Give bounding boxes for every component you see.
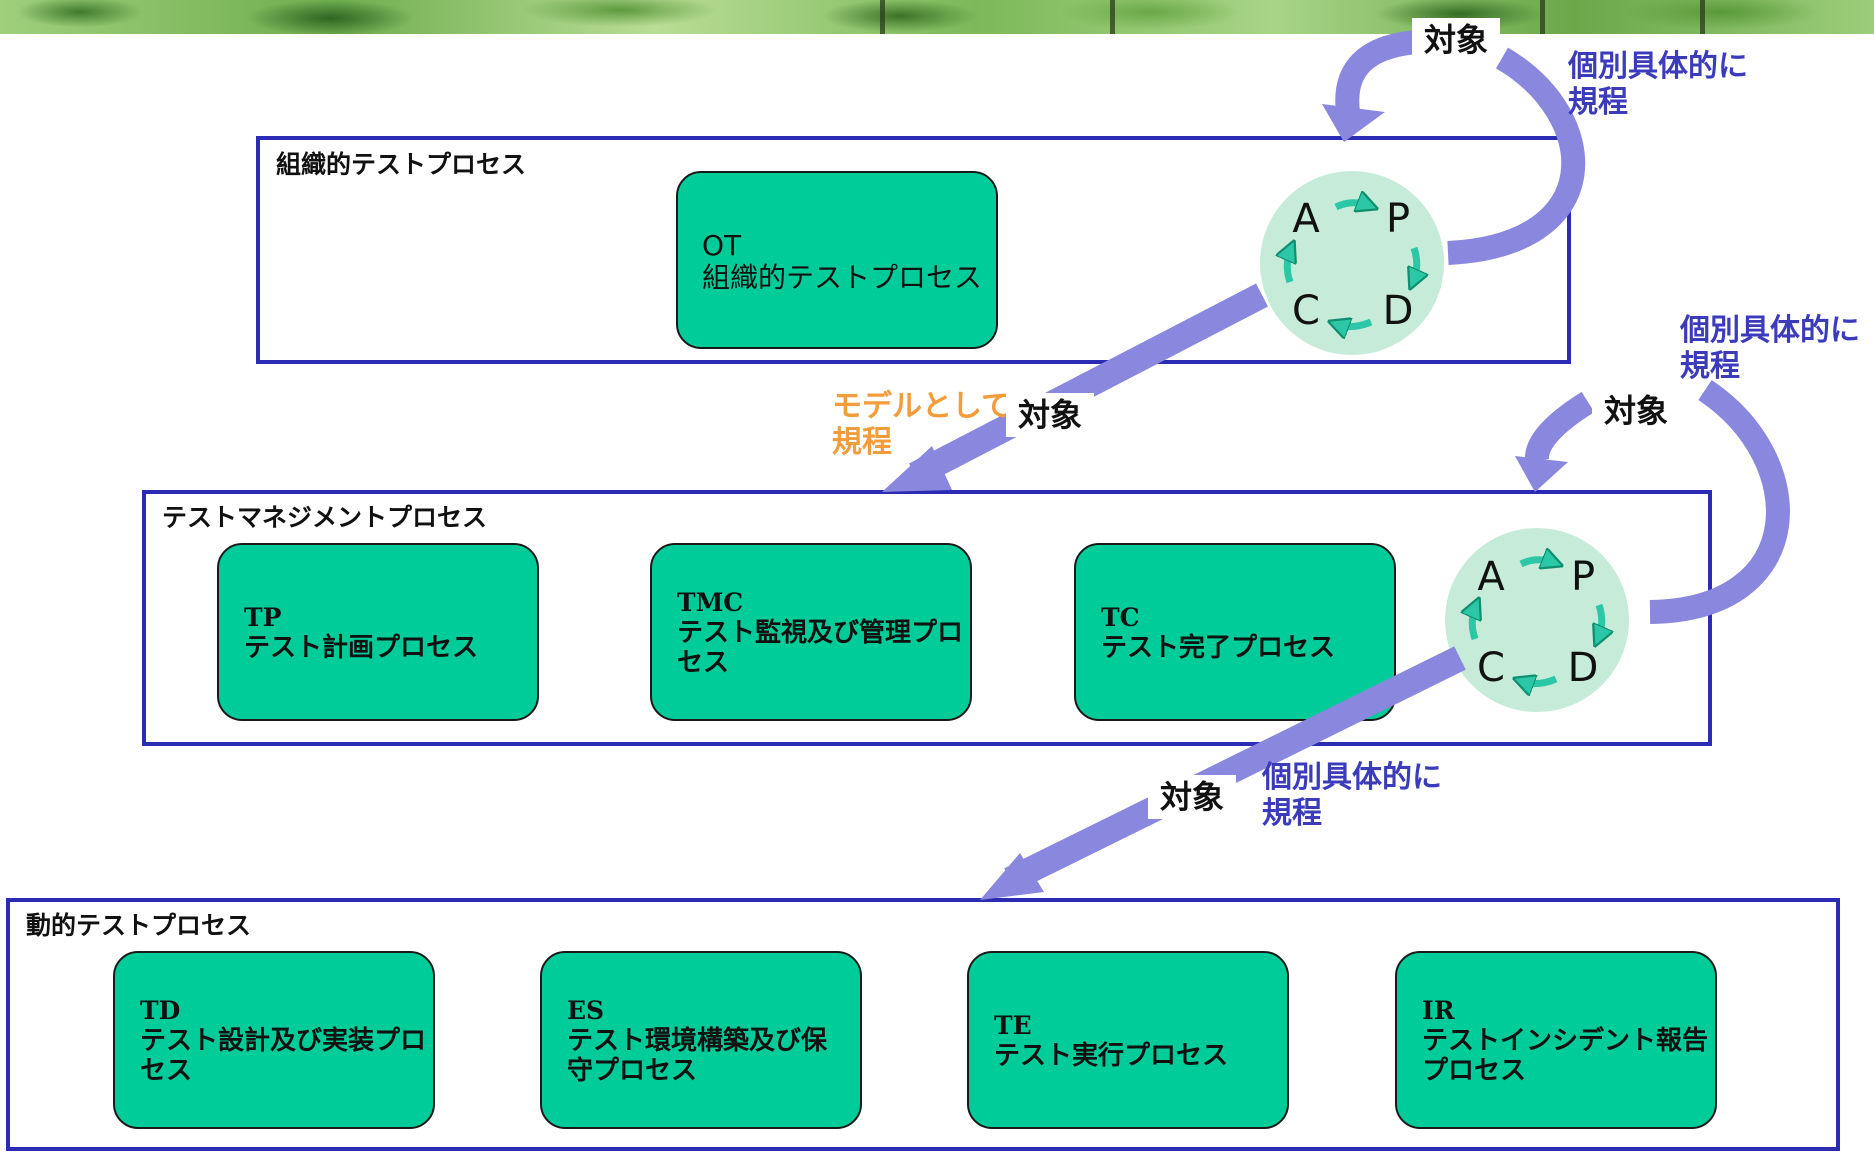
process-code-tp: TP (244, 603, 282, 632)
process-name-ot: 組織的テストプロセス (702, 261, 982, 294)
pdca-letter-c: C (1292, 288, 1320, 334)
tree-trunk-decoration (880, 0, 885, 34)
annotation-model-line2: 規程 (832, 425, 892, 460)
pdca-letter-a: A (1477, 554, 1505, 600)
tree-trunk-decoration (1540, 0, 1545, 34)
arrow-specific-management (1649, 380, 1790, 624)
process-box-ot (676, 171, 998, 349)
process-box-tmc (650, 543, 972, 721)
cycle-arrow-icon (1521, 679, 1558, 684)
target-label-management: 対象 (1592, 389, 1681, 433)
process-code-ir: IR (1422, 996, 1455, 1025)
tree-trunk-decoration (1110, 0, 1115, 34)
arrow-shaft (1525, 391, 1595, 461)
arrow-shaft (1335, 30, 1420, 114)
arrow-shaft (1004, 646, 1466, 892)
pdca-letter-c: C (1477, 645, 1505, 691)
annotation-model-line1: モデルとして (832, 389, 1011, 424)
annotation-specific-dynamic-line2: 規程 (1262, 796, 1322, 831)
process-name-es: テスト環境構築及び保 (567, 1025, 828, 1056)
target-label-model: 対象 (1006, 393, 1095, 437)
cycle-arrow-icon (1334, 203, 1370, 207)
pdca-cycle-management: A P C D (1445, 528, 1629, 712)
management-layer-label: テストマネジメントプロセス (162, 503, 487, 532)
pdca-circle (1260, 171, 1444, 355)
process-box-te (967, 951, 1289, 1129)
cycle-arrow-icon (1287, 248, 1291, 284)
pdca-cycle-organizational: A P C D (1260, 171, 1444, 355)
arrow-head (980, 853, 1044, 900)
annotation-specific-management-line1: 個別具体的に (1679, 313, 1860, 348)
process-name-tmc: テスト監視及び管理プロ (677, 617, 963, 648)
process-code-tc: TC (1101, 603, 1140, 632)
arrow-target-management (1515, 391, 1595, 492)
arrow-model-to-management (882, 283, 1268, 492)
arrow-head (882, 446, 952, 492)
dynamic-layer-label: 動的テストプロセス (26, 911, 251, 940)
process-name-ir-line2: プロセス (1422, 1056, 1526, 1086)
annotation-specific-org-line1: 個別具体的に (1567, 49, 1748, 84)
process-box-tc (1074, 543, 1396, 721)
annotation-specific-org-line2: 規程 (1568, 85, 1628, 120)
process-code-ot: OT (702, 229, 742, 262)
annotation-specific-dynamic-line1: 個別具体的に (1261, 760, 1442, 795)
process-box-es (540, 951, 862, 1129)
process-box-ir (1395, 951, 1717, 1129)
process-name-ir: テストインシデント報告 (1422, 1025, 1708, 1056)
process-box-td (113, 951, 435, 1129)
annotation-specific-management-line2: 規程 (1680, 349, 1740, 384)
arrow-specific-org (1447, 47, 1586, 265)
process-name-tp: テスト計画プロセス (244, 632, 478, 663)
arrow-head (1515, 456, 1568, 492)
header-banner (0, 0, 1874, 34)
cycle-arrow-icon (1413, 246, 1417, 282)
pdca-letter-p: P (1386, 196, 1410, 242)
tree-trunk-decoration (1700, 0, 1705, 34)
process-name-tmc-line2: セス (677, 648, 729, 678)
pdca-letter-d: D (1383, 288, 1414, 334)
cycle-arrow-icon (1472, 605, 1476, 641)
cycle-arrow-icon (1598, 603, 1602, 639)
process-code-tmc: TMC (677, 588, 743, 617)
process-code-es: ES (567, 996, 604, 1025)
arrow-shaft (909, 283, 1268, 487)
process-name-es-line2: 守プロセス (567, 1055, 697, 1086)
pdca-letter-d: D (1568, 645, 1599, 691)
target-label-top: 対象 (1412, 18, 1501, 62)
pdca-letter-a: A (1292, 196, 1320, 242)
pdca-circle (1445, 528, 1629, 712)
process-code-te: TE (994, 1011, 1032, 1040)
process-name-td: テスト設計及び実装プロ (140, 1025, 426, 1056)
arrow-head (1322, 104, 1385, 142)
process-name-te: テスト実行プロセス (994, 1040, 1228, 1071)
cycle-arrow-icon (1519, 560, 1555, 564)
cycle-arrow-icon (1336, 322, 1373, 327)
arrow-top-target (1322, 30, 1420, 142)
pdca-letter-p: P (1571, 554, 1595, 600)
process-name-tc: テスト完了プロセス (1101, 632, 1335, 663)
target-label-dynamic: 対象 (1148, 775, 1237, 819)
process-name-td-line2: セス (140, 1056, 192, 1086)
arrow-target-dynamic (980, 646, 1466, 900)
process-box-tp (217, 543, 539, 721)
process-code-td: TD (140, 996, 180, 1025)
organizational-layer-label: 組織的テストプロセス (276, 150, 526, 179)
